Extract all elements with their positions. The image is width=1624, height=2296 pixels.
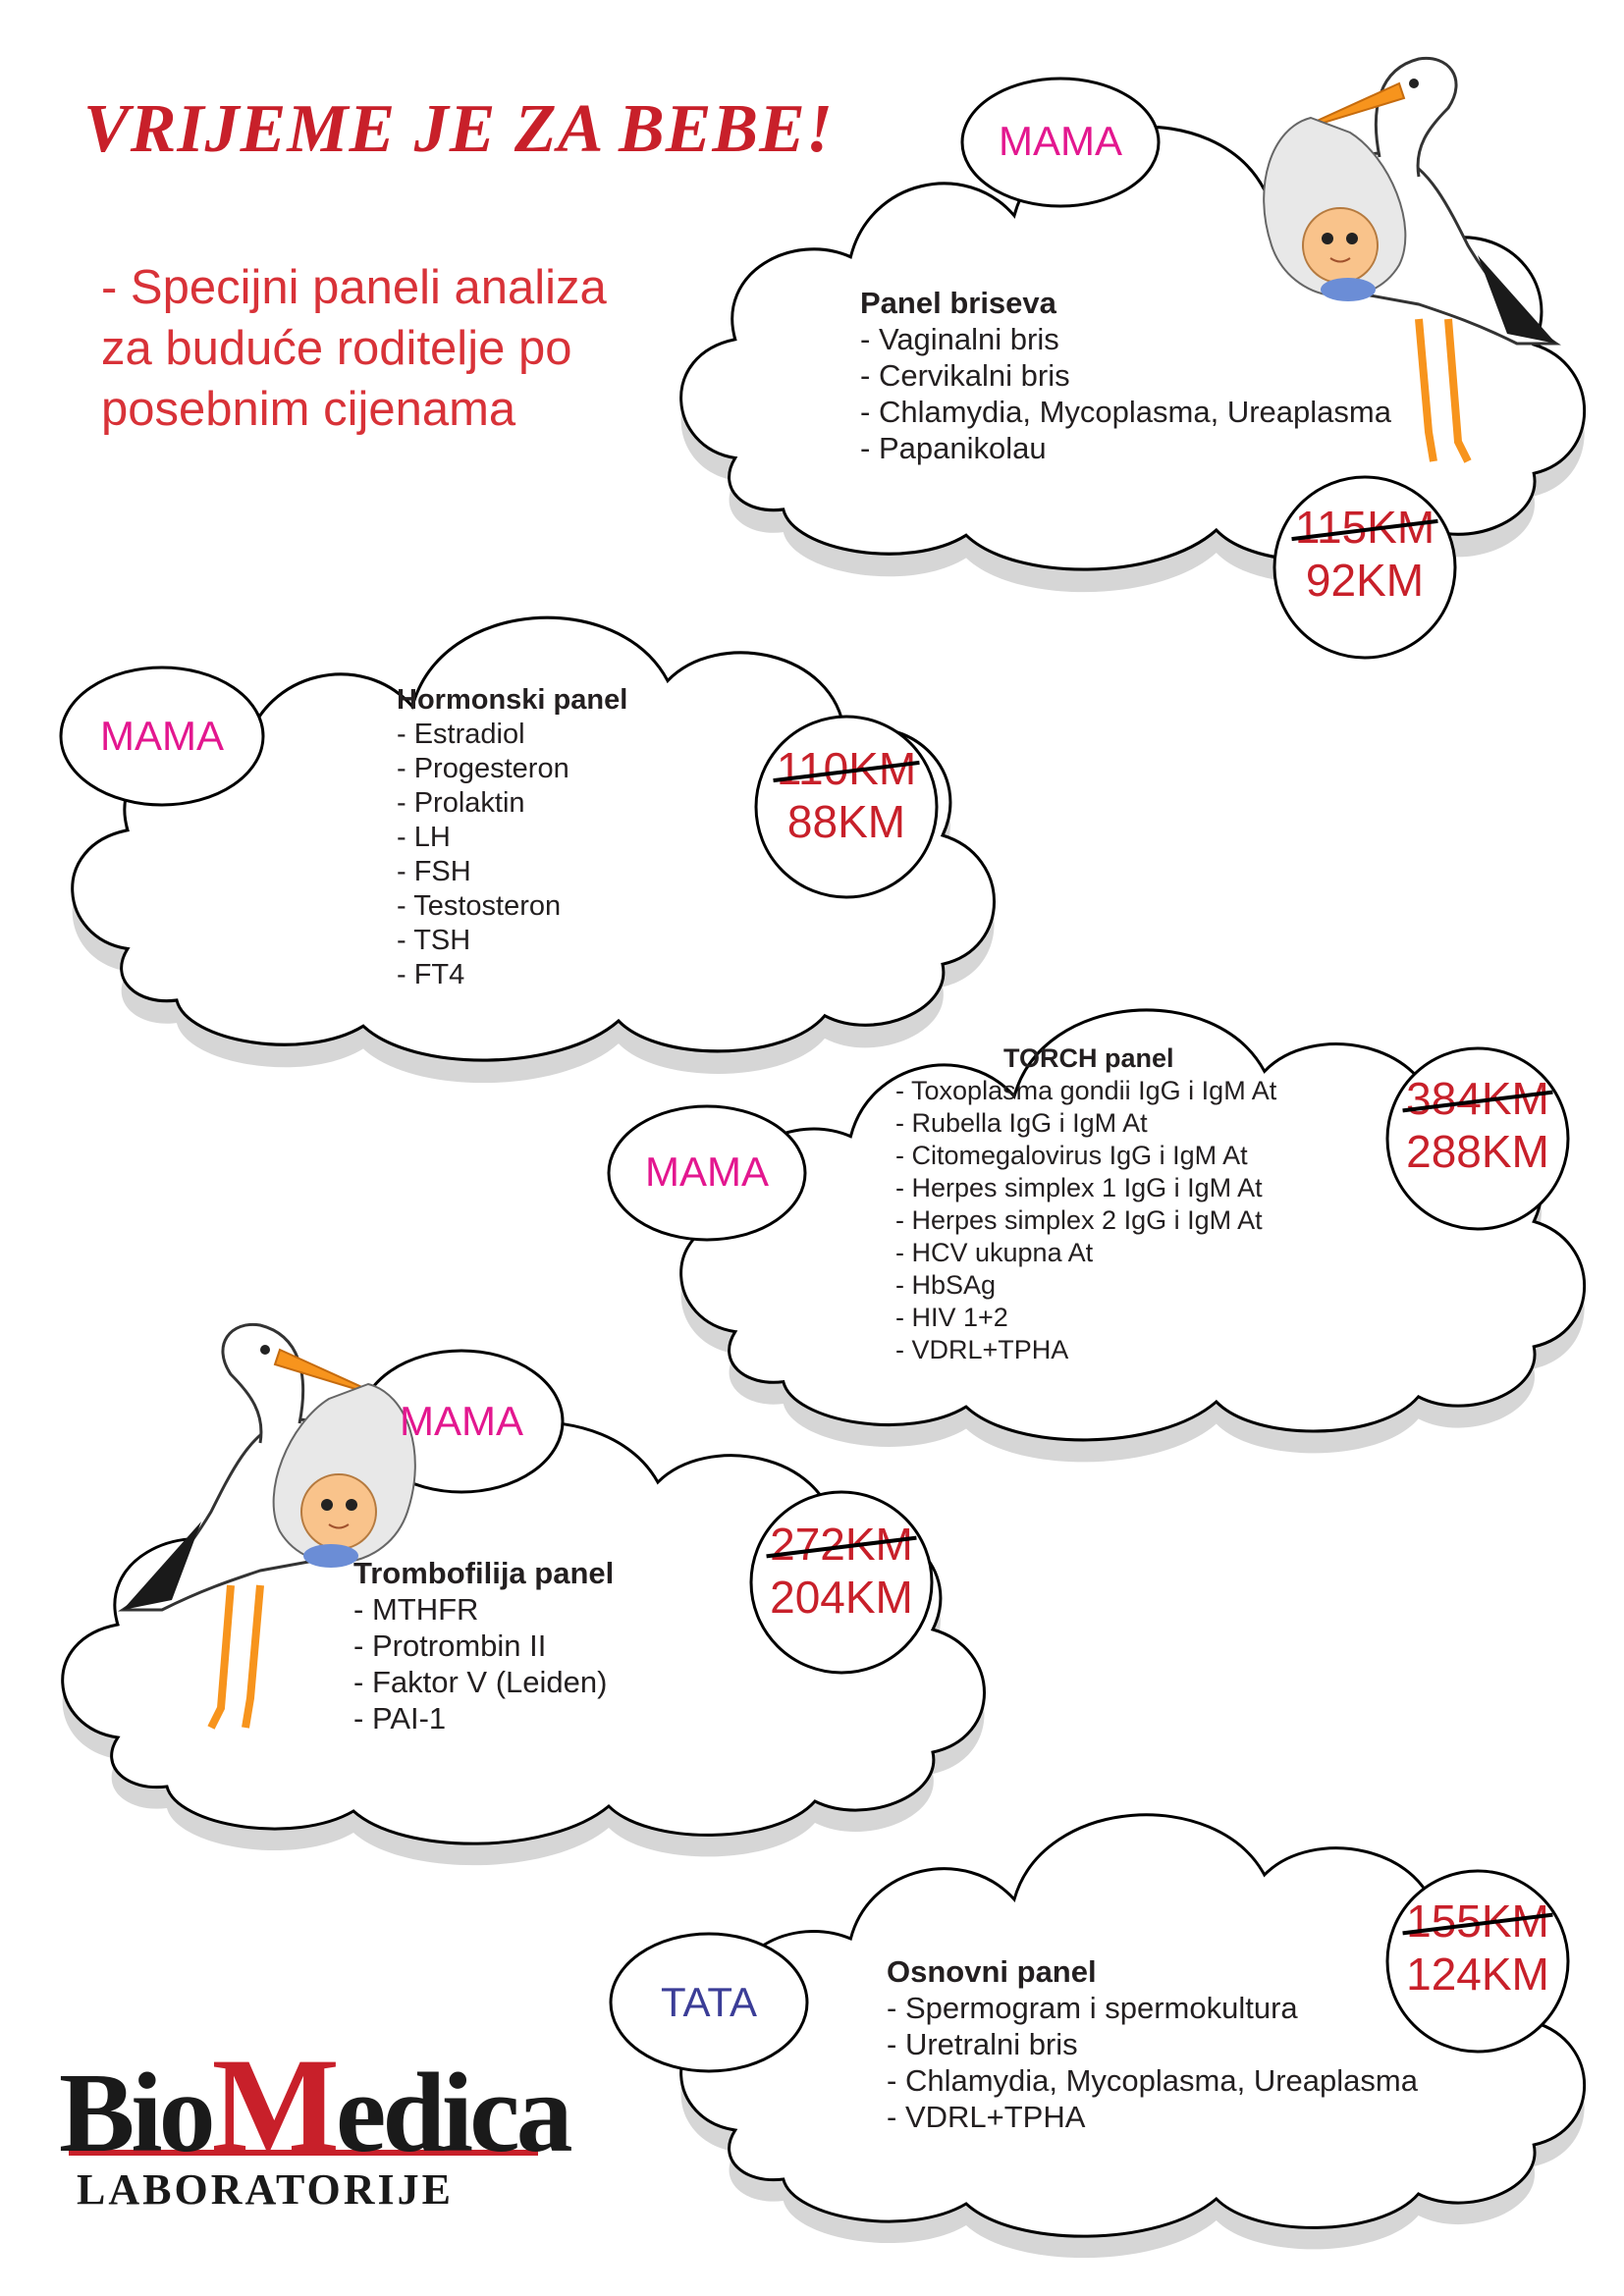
price-badge: 384KM 288KM	[1387, 1072, 1568, 1178]
list-item: PAI-1	[353, 1700, 614, 1736]
list-item: VDRL+TPHA	[887, 2099, 1418, 2135]
panel-trombofilija: Trombofilija panel MTHFR Protrombin II F…	[353, 1555, 614, 1736]
new-price: 88KM	[786, 796, 906, 847]
subtitle-line: za buduće roditelje po	[101, 322, 572, 375]
old-price: 110KM	[776, 743, 917, 794]
logo-text: M	[211, 2030, 340, 2180]
subtitle-line: posebnim cijenama	[101, 383, 516, 436]
price-badge: 110KM 88KM	[756, 742, 937, 848]
list-item: Protrombin II	[353, 1628, 614, 1664]
list-item: Citomegalovirus IgG i IgM At	[895, 1140, 1276, 1172]
list-item: Papanikolau	[860, 430, 1391, 466]
logo-subtitle: LABORATORIJE	[77, 2165, 455, 2214]
list-item: VDRL+TPHA	[895, 1334, 1276, 1366]
list-item: Uretralni bris	[887, 2026, 1418, 2062]
list-item: HCV ukupna At	[895, 1237, 1276, 1269]
panel-title: Osnovni panel	[887, 1954, 1097, 1989]
price-badge: 155KM 124KM	[1387, 1895, 1568, 2001]
list-item: FSH	[397, 855, 627, 889]
old-price: 115KM	[1294, 502, 1435, 553]
tag-bubble-2	[59, 666, 265, 807]
stork-with-baby-icon	[1263, 56, 1561, 463]
list-item: Rubella IgG i IgM At	[895, 1107, 1276, 1140]
new-price: 204KM	[770, 1572, 913, 1623]
panel-osnovni: Osnovni panel Spermogram i spermokultura…	[887, 1953, 1418, 2135]
list-item: Estradiol	[397, 718, 627, 752]
list-item: MTHFR	[353, 1591, 614, 1628]
list-item: Testosteron	[397, 889, 627, 924]
page-subtitle: - Specijni paneli analiza za buduće rodi…	[101, 257, 690, 440]
stork-with-baby-icon	[118, 1322, 416, 1730]
old-price: 384KM	[1406, 1073, 1549, 1124]
list-item: Chlamydia, Mycoplasma, Ureaplasma	[887, 2062, 1418, 2099]
tag-mama: MAMA	[100, 713, 224, 759]
list-item: Prolaktin	[397, 786, 627, 821]
new-price: 124KM	[1406, 1949, 1549, 2000]
tag-mama: MAMA	[999, 118, 1122, 164]
tag-mama: MAMA	[645, 1148, 769, 1195]
logo-divider	[69, 2150, 538, 2156]
list-item: HbSAg	[895, 1269, 1276, 1302]
list-item: TSH	[397, 924, 627, 958]
list-item: LH	[397, 821, 627, 855]
new-price: 288KM	[1406, 1126, 1549, 1177]
list-item: FT4	[397, 958, 627, 992]
list-item: Progesteron	[397, 752, 627, 786]
list-item: Chlamydia, Mycoplasma, Ureaplasma	[860, 394, 1391, 430]
panel-title: TORCH panel	[1003, 1043, 1174, 1073]
panel-hormonski: Hormonski panel Estradiol Progesteron Pr…	[397, 683, 627, 992]
list-item: Cervikalni bris	[860, 357, 1391, 394]
new-price: 92KM	[1305, 555, 1425, 606]
list-item: HIV 1+2	[895, 1302, 1276, 1334]
list-item: Herpes simplex 2 IgG i IgM At	[895, 1204, 1276, 1237]
panel-title: Trombofilija panel	[353, 1556, 615, 1590]
logo-text: Bio	[59, 2051, 216, 2176]
list-item: Faktor V (Leiden)	[353, 1664, 614, 1700]
panel-title: Panel briseva	[860, 286, 1056, 320]
list-item: Herpes simplex 1 IgG i IgM At	[895, 1172, 1276, 1204]
tag-bubble-5	[609, 1932, 809, 2073]
tag-mama: MAMA	[400, 1398, 523, 1444]
biomedica-logo: BioMedica	[59, 2027, 573, 2183]
panel-title: Hormonski panel	[397, 684, 628, 716]
price-badge: 115KM 92KM	[1274, 501, 1455, 607]
old-price: 155KM	[1406, 1896, 1549, 1947]
list-item: Vaginalni bris	[860, 321, 1391, 357]
old-price: 272KM	[770, 1519, 913, 1570]
tag-tata: TATA	[661, 1979, 757, 2025]
list-item: Toxoplasma gondii IgG i IgM At	[895, 1075, 1276, 1107]
logo-text: edica	[335, 2051, 573, 2176]
list-item: Spermogram i spermokultura	[887, 1990, 1418, 2026]
panel-torch: TORCH panel Toxoplasma gondii IgG i IgM …	[895, 1042, 1276, 1366]
page-title: VRIJEME JE ZA BEBE!	[83, 91, 835, 167]
panel-briseva: Panel briseva Vaginalni bris Cervikalni …	[860, 285, 1391, 466]
subtitle-line: - Specijni paneli analiza	[101, 261, 607, 314]
tag-bubble-3	[607, 1104, 807, 1242]
tag-bubble-1	[960, 77, 1161, 208]
price-badge: 272KM 204KM	[751, 1518, 932, 1624]
